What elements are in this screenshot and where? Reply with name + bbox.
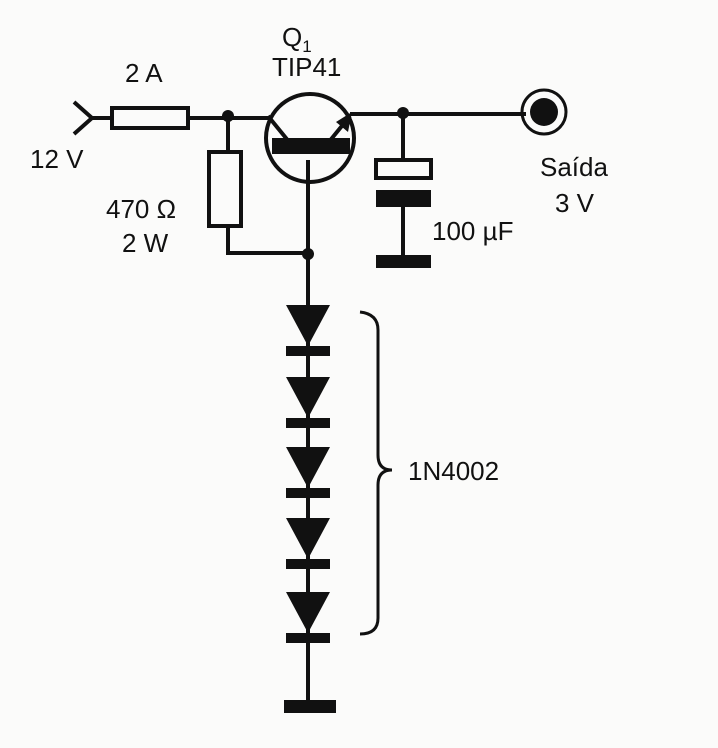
- resistor: [207, 150, 243, 228]
- diode-model-label: 1N4002: [408, 456, 499, 486]
- diode: [286, 592, 330, 643]
- output-label: Saída: [540, 152, 608, 182]
- transistor-base-bar: [272, 138, 350, 154]
- resistor-value-label: 470 Ω: [106, 194, 176, 224]
- transistor-model: TIP41: [272, 52, 341, 82]
- fuse-label: 2 A: [125, 58, 163, 88]
- junction-dot: [222, 110, 234, 122]
- diode: [286, 377, 330, 428]
- junction-dot: [302, 248, 314, 260]
- transistor-ref: Q1: [282, 22, 312, 56]
- diode: [286, 518, 330, 569]
- capacitor-minus-plate: [376, 190, 431, 207]
- output-voltage-label: 3 V: [555, 188, 595, 218]
- fuse: [110, 106, 190, 130]
- ground-bar: [284, 700, 336, 713]
- junction-dot: [397, 107, 409, 119]
- diode: [286, 305, 330, 356]
- input-voltage-label: 12 V: [30, 144, 84, 174]
- output-terminal: [530, 98, 558, 126]
- capacitor-plus-plate: [374, 158, 433, 180]
- transistor-emitter-arrow: [336, 112, 352, 132]
- capacitor-label: 100 µF: [432, 216, 513, 246]
- diode: [286, 447, 330, 498]
- wire-resistor-bottom: [226, 226, 308, 255]
- resistor-power-label: 2 W: [122, 228, 169, 258]
- input-arrow: [72, 100, 96, 136]
- output-terminal-ring: [520, 88, 568, 136]
- capacitor-ground-plate: [376, 255, 431, 268]
- diode-brace: [359, 310, 393, 636]
